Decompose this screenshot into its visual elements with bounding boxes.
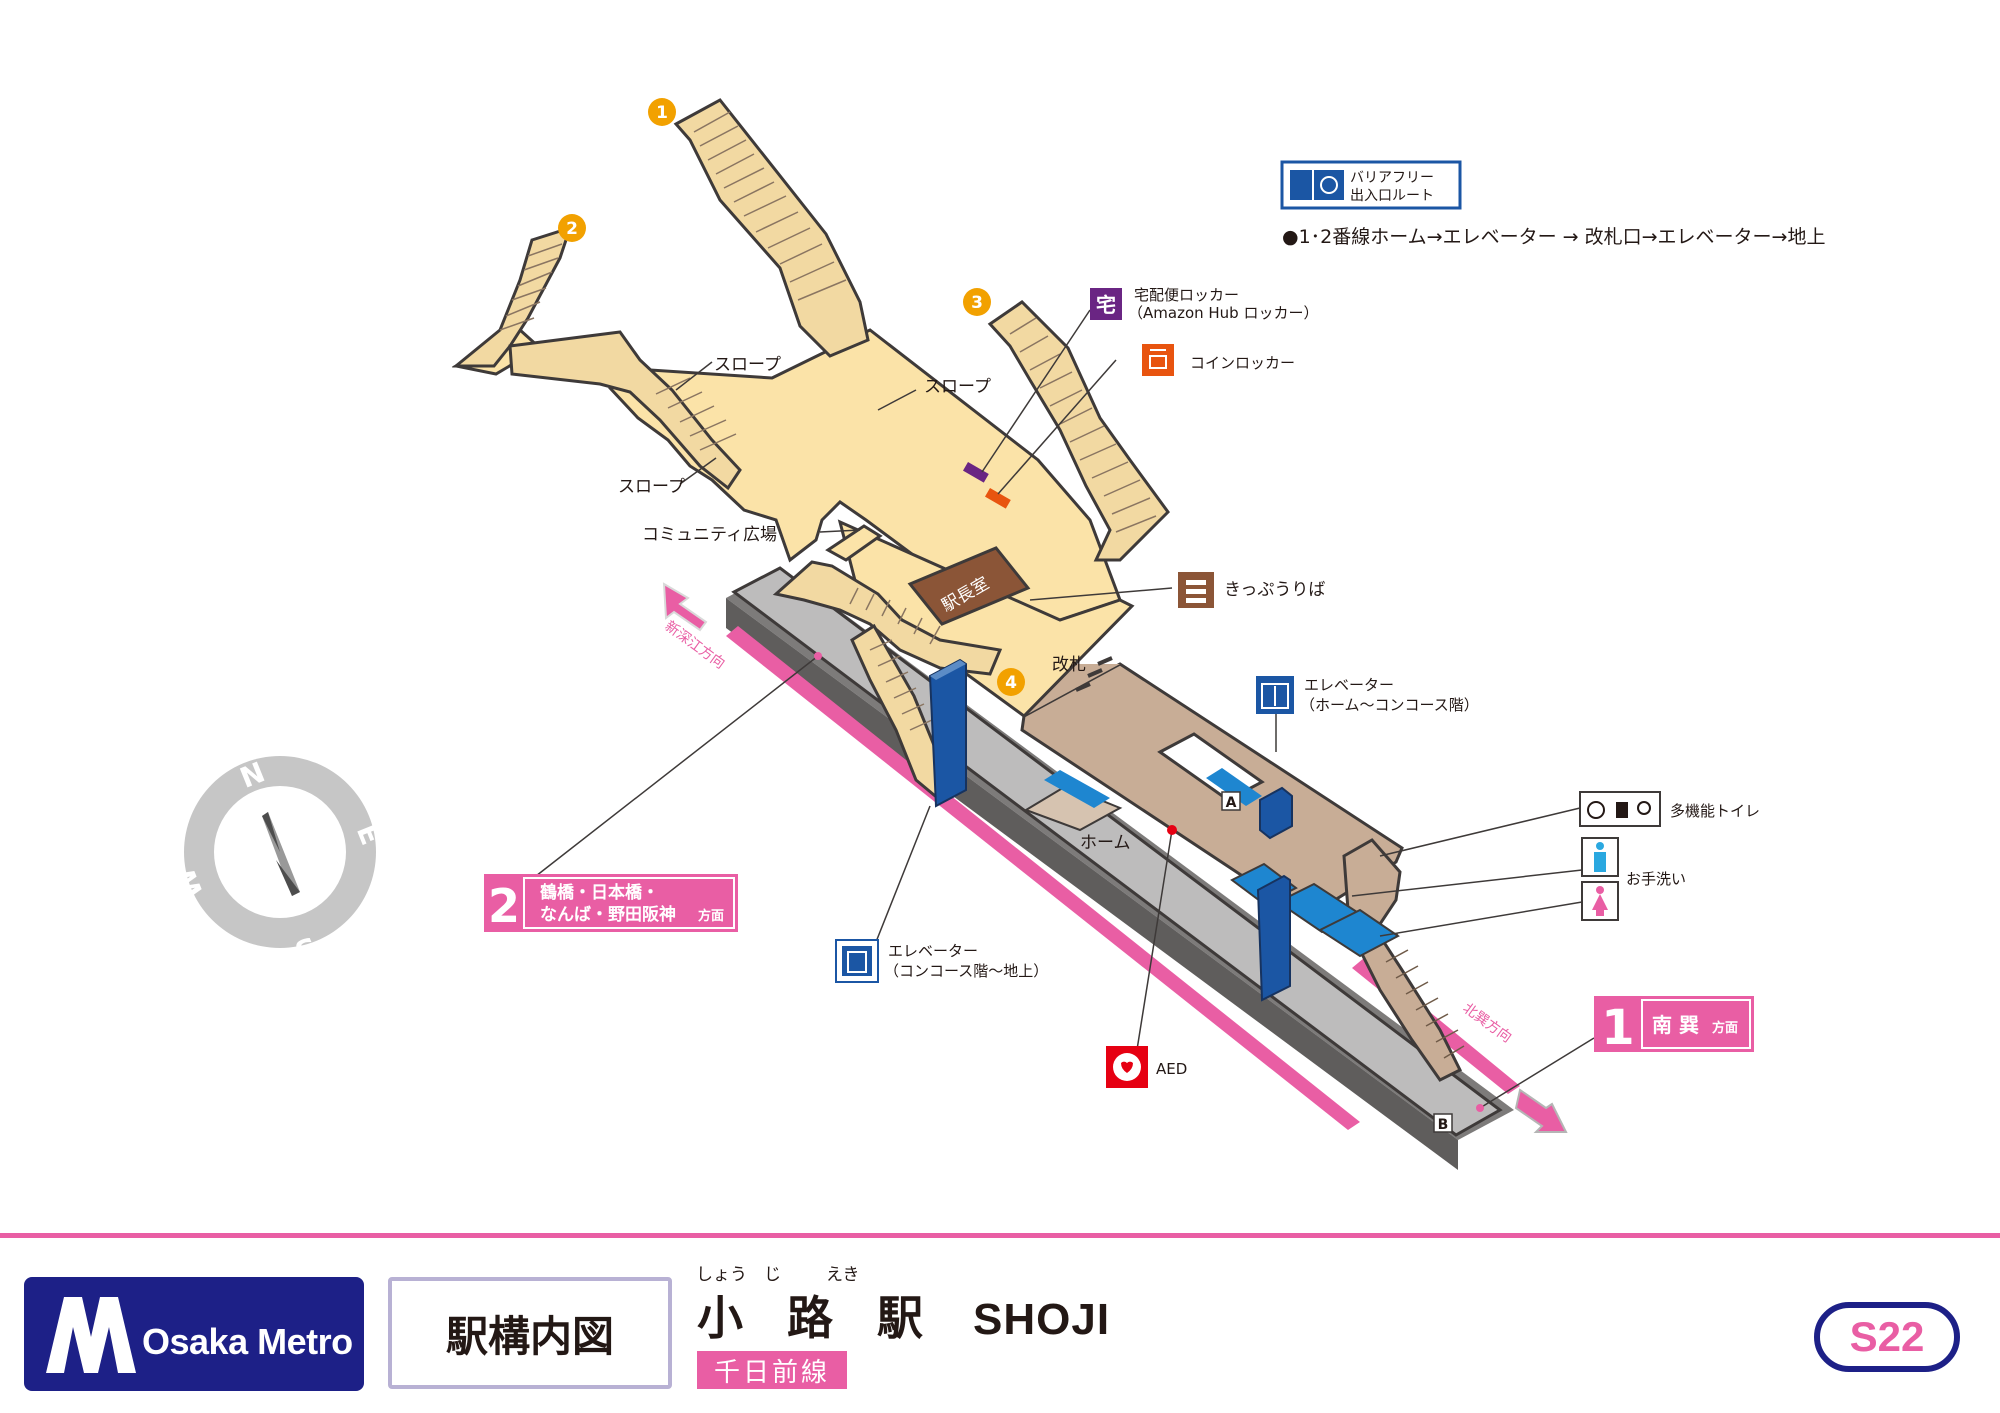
svg-text:A: A: [1226, 795, 1237, 811]
aed-label: AED: [1156, 1060, 1187, 1078]
svg-text:3: 3: [971, 293, 983, 313]
multi-toilet-icon[interactable]: [1579, 791, 1661, 827]
delivery-locker-block: [963, 462, 989, 483]
slope-label-2: スロープ: [924, 377, 991, 397]
svg-text:南 巽: 南 巽: [1652, 1013, 1699, 1037]
svg-text:2: 2: [566, 219, 578, 239]
station-name-ja: 小 路 駅: [697, 1291, 938, 1345]
exit-2-stairs: [451, 225, 742, 491]
coin-locker-block: [985, 488, 1011, 509]
furigana-3: えき: [826, 1265, 860, 1285]
coin-locker-label: コインロッカー: [1190, 354, 1295, 372]
direction-kitatatsumi-label: 北巽方向: [1460, 1000, 1515, 1046]
station-name-en: SHOJI: [973, 1295, 1111, 1344]
elevator-shaft-left: [928, 658, 967, 808]
svg-text:鶴橋・日本橋・: 鶴橋・日本橋・: [540, 882, 659, 903]
elevator-platform-label-2: （ホーム～コンコース階）: [1300, 696, 1479, 714]
gate-label: 改札: [1052, 655, 1086, 675]
escalators: [1023, 768, 1262, 832]
line-name-badge: 千日前線: [697, 1351, 847, 1389]
ticket-gates: [1075, 656, 1113, 692]
aed-dot: [1167, 825, 1177, 835]
delivery-locker-label: 宅配便ロッカー: [1134, 286, 1239, 304]
track-1-destination: 1 南 巽 方面: [1594, 996, 1754, 1056]
direction-arrow-shinfukae: [662, 582, 708, 632]
svg-text:バリアフリー: バリアフリー: [1350, 170, 1434, 186]
exit-badge-3[interactable]: 3: [963, 288, 991, 316]
compass: N E S W: [168, 756, 388, 968]
elevator-street-icon[interactable]: [835, 939, 879, 983]
community-plaza-label: コミュニティ広場: [642, 525, 777, 545]
brand-name: Osaka Metro: [142, 1321, 353, 1362]
exit-1-stairs: [673, 98, 870, 358]
ticket-machine-icon[interactable]: [1178, 572, 1214, 608]
delivery-locker-icon[interactable]: 宅: [1090, 288, 1122, 320]
station-map: 1 2 3 4 スロープ スロープ スロープ コミュニティ広場 駅長室 改札 ホ…: [168, 98, 1826, 1170]
elevator-street-label: エレベーター: [888, 942, 978, 960]
elevator-platform-icon[interactable]: [1256, 676, 1294, 714]
aed-icon[interactable]: [1106, 1046, 1148, 1088]
slope-label-3: スロープ: [618, 477, 685, 497]
svg-text:2: 2: [488, 879, 520, 933]
osaka-metro-logo: Osaka Metro: [24, 1277, 364, 1391]
track-2-destination: 2 鶴橋・日本橋・ なんば・野田阪神 方面: [484, 874, 738, 933]
toilet-male-icon[interactable]: [1581, 837, 1619, 877]
metro-m-icon: [46, 1297, 136, 1373]
ticket-label: きっぷうりば: [1224, 580, 1325, 600]
station-name: 小 路 駅 SHOJI: [697, 1282, 1110, 1348]
exit-badge-1[interactable]: 1: [648, 98, 676, 126]
platform-label: ホーム: [1080, 833, 1131, 853]
elevator-platform-label: エレベーター: [1304, 676, 1394, 694]
svg-text:1: 1: [656, 103, 668, 123]
svg-text:方面: 方面: [1712, 1020, 1738, 1036]
station-office: [907, 546, 1031, 626]
coin-locker-icon[interactable]: [1142, 344, 1174, 376]
svg-text:なんば・野田阪神: なんば・野田阪神: [540, 904, 676, 925]
svg-text:出入口ルート: 出入口ルート: [1350, 188, 1434, 204]
track1-dot: [1476, 1104, 1484, 1112]
elevator-shaft-right: [1256, 786, 1293, 1002]
elevator-street-label-2: （コンコース階～地上）: [884, 962, 1048, 980]
barrier-free-route: ●1･2番線ホーム→エレベーター → 改札口→エレベーター→地上: [1282, 226, 1825, 248]
toilet-label: お手洗い: [1626, 870, 1686, 888]
toilet-female-icon[interactable]: [1581, 881, 1619, 921]
furigana-1: しょう: [696, 1265, 747, 1285]
map-title: 駅構内図: [388, 1277, 672, 1389]
footer-divider: [0, 1233, 2000, 1238]
barrier-free-legend: バリアフリー 出入口ルート: [1280, 160, 1462, 210]
delivery-locker-label-2: （Amazon Hub ロッカー）: [1128, 304, 1318, 322]
svg-text:方面: 方面: [698, 908, 724, 924]
multi-toilet-label: 多機能トイレ: [1670, 802, 1760, 820]
svg-text:1: 1: [1601, 1000, 1634, 1056]
stairs-b: [1342, 838, 1465, 1082]
exit-badge-2[interactable]: 2: [558, 214, 586, 242]
marker-a: A: [1221, 791, 1241, 811]
svg-text:B: B: [1438, 1117, 1449, 1133]
leader-lines: [535, 309, 1595, 1109]
exit-badge-4[interactable]: 4: [997, 668, 1025, 696]
station-code-badge: S22: [1814, 1302, 1960, 1372]
furigana-2: じ: [764, 1265, 781, 1285]
slope-label-1: スロープ: [714, 355, 781, 375]
marker-b: B: [1433, 1113, 1453, 1133]
track2-dot: [814, 652, 822, 660]
exit-3-stairs: [987, 300, 1170, 562]
svg-text:4: 4: [1005, 673, 1017, 693]
svg-text:宅: 宅: [1096, 293, 1116, 317]
direction-arrow-kitatatsumi: [1514, 1088, 1568, 1133]
